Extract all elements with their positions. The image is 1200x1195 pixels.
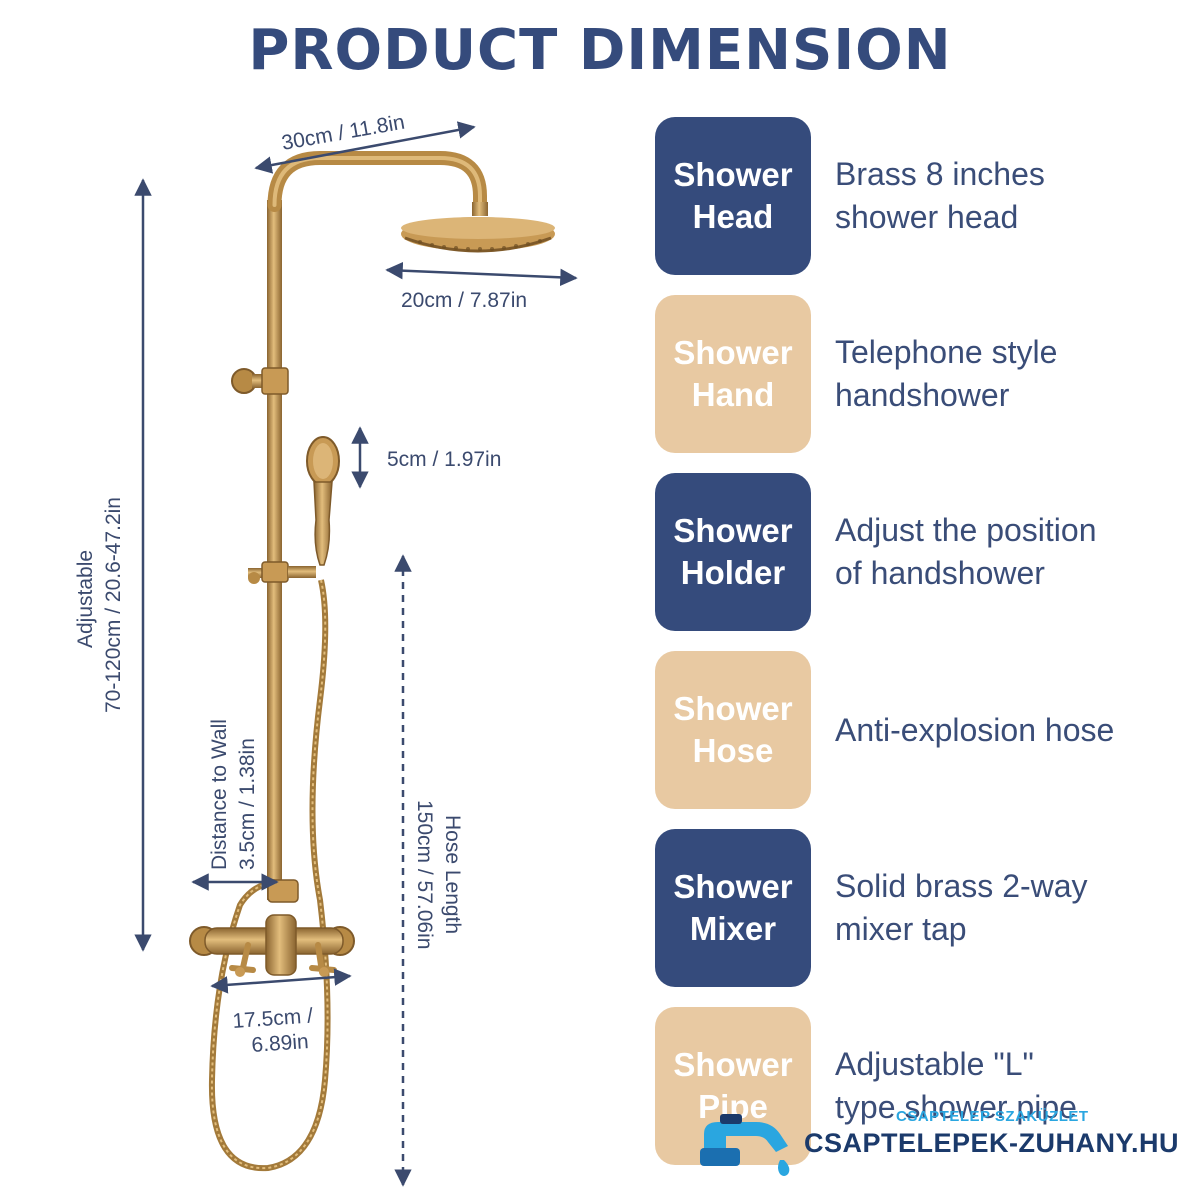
- badge-line: Mixer: [689, 910, 777, 947]
- hose-length-value: 150cm / 57.06in: [413, 800, 436, 949]
- feature-description: Adjust the position of handshower: [835, 473, 1180, 631]
- watermark-tagline: CSAPTELEP SZAKÜZLET: [896, 1108, 1089, 1125]
- watermark-site: CSAPTELEPEK-ZUHANY.HU: [804, 1128, 1180, 1158]
- wall-distance-value: 3.5cm / 1.38in: [236, 738, 259, 870]
- mixer-width-label: 17.5cm /: [232, 1004, 314, 1033]
- watermark: CSAPTELEP SZAKÜZLET CSAPTELEPEK-ZUHANY.H…: [696, 1108, 1196, 1188]
- feature-description: Solid brass 2-way mixer tap: [835, 829, 1180, 987]
- description-line: Adjustable "L": [835, 1046, 1034, 1082]
- description-line: of handshower: [835, 555, 1045, 591]
- description-line: shower head: [835, 199, 1019, 235]
- handshower-size-label: 5cm / 1.97in: [387, 448, 501, 471]
- feature-description: Telephone style handshower: [835, 295, 1180, 453]
- badge-line: Hand: [691, 376, 775, 413]
- description-line: Brass 8 inches: [835, 156, 1045, 192]
- mixer-graphic: [189, 879, 355, 977]
- adjustable-height-value: 70-120cm / 20.6-47.2in: [102, 497, 125, 713]
- feature-shower-head: Shower Head Brass 8 inches shower head: [655, 117, 1175, 275]
- shower-diagram: 30cm / 11.8in 20cm / 7.87in 5cm / 1.97in…: [74, 111, 578, 1187]
- shower-column: [267, 151, 487, 900]
- hand-shower-graphic: [306, 436, 340, 566]
- feature-description: Adjustable "L" type shower pipe: [835, 1007, 1180, 1165]
- dimension-lines: [134, 121, 578, 1187]
- badge-line: Head: [692, 198, 774, 235]
- description-line: Adjust the position: [835, 512, 1097, 548]
- top-width-label: 30cm / 11.8in: [280, 111, 407, 155]
- feature-description: Brass 8 inches shower head: [835, 117, 1180, 275]
- feature-description: Anti-explosion hose: [835, 651, 1180, 809]
- mixer-width-value: 6.89in: [251, 1030, 310, 1057]
- wall-bracket-upper: [231, 367, 289, 395]
- feature-badge: Shower Pipe: [655, 1007, 811, 1165]
- badge-line: Shower: [673, 512, 793, 549]
- wall-distance-label: Distance to Wall: [208, 719, 231, 870]
- shower-head-graphic: [401, 202, 555, 253]
- badge-line: Hose: [692, 732, 774, 769]
- badge-line: Shower: [673, 1046, 793, 1083]
- adjustable-height-label: Adjustable: [74, 550, 97, 648]
- feature-badge: Shower Holder: [655, 473, 811, 631]
- feature-shower-mixer: Shower Mixer Solid brass 2-way mixer tap: [655, 829, 1175, 987]
- feature-shower-hose: Shower Hose Anti-explosion hose: [655, 651, 1175, 809]
- badge-line: Holder: [680, 554, 786, 591]
- page-title: PRODUCT DIMENSION: [248, 18, 952, 83]
- hose-length-label: Hose Length: [441, 815, 464, 934]
- description-line: Solid brass 2-way: [835, 868, 1088, 904]
- description-line: Telephone style: [835, 334, 1058, 370]
- description-line: Anti-explosion hose: [835, 711, 1115, 748]
- badge-line: Shower: [673, 156, 793, 193]
- feature-badge: Shower Head: [655, 117, 811, 275]
- feature-badge: Shower Hand: [655, 295, 811, 453]
- badge-line: Shower: [673, 334, 793, 371]
- feature-shower-pipe: Shower Pipe Adjustable "L" type shower p…: [655, 1007, 1175, 1165]
- feature-shower-hand: Shower Hand Telephone style handshower: [655, 295, 1175, 453]
- head-diameter-label: 20cm / 7.87in: [401, 289, 527, 312]
- badge-line: Shower: [673, 868, 793, 905]
- shower-holder-graphic: [248, 561, 316, 584]
- description-line: mixer tap: [835, 911, 967, 947]
- feature-shower-holder: Shower Holder Adjust the position of han…: [655, 473, 1175, 631]
- description-line: type shower pipe: [835, 1089, 1077, 1125]
- description-line: handshower: [835, 377, 1010, 413]
- badge-line: Shower: [673, 690, 793, 727]
- feature-badge: Shower Hose: [655, 651, 811, 809]
- feature-badge: Shower Mixer: [655, 829, 811, 987]
- faucet-logo-icon: [700, 1114, 790, 1176]
